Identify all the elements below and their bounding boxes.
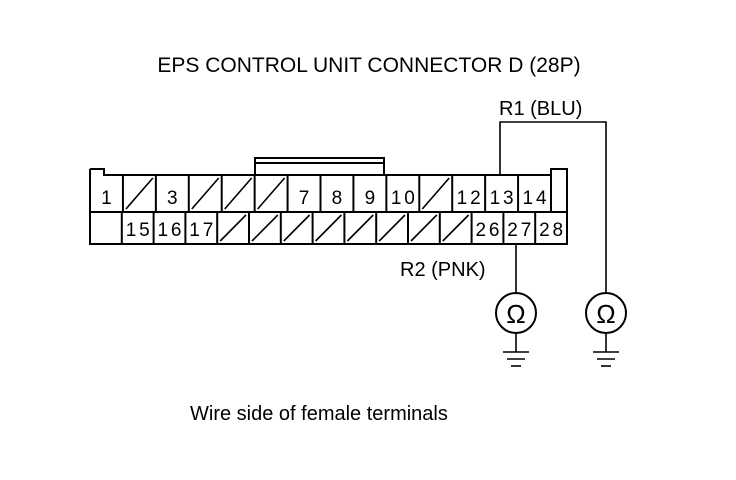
probe-r2-label: R2 (PNK) xyxy=(400,259,486,281)
ground-icon xyxy=(593,351,619,367)
probe-r1-label: R1 (BLU) xyxy=(499,98,582,120)
terminal-cell xyxy=(220,175,253,212)
terminal-number: 13 xyxy=(490,188,514,209)
terminal-cell: 13 xyxy=(484,175,514,212)
terminal-cell xyxy=(311,212,342,244)
ohmmeter-r1: Ω xyxy=(585,292,627,367)
terminal-cell: 10 xyxy=(385,175,415,212)
terminal-number: 15 xyxy=(126,220,150,241)
terminal-number: 27 xyxy=(507,220,531,241)
terminal-cell: 12 xyxy=(451,175,481,212)
empty-cavity-mark xyxy=(410,214,438,242)
terminal-cell: 16 xyxy=(152,212,182,244)
empty-cavity-mark xyxy=(346,214,374,242)
terminal-number: 14 xyxy=(523,188,547,209)
terminal-cell xyxy=(407,212,438,244)
terminal-cell xyxy=(248,212,279,244)
terminal-cell: 8 xyxy=(319,175,343,212)
empty-cavity-mark xyxy=(315,214,342,242)
probe-r1-wire xyxy=(499,121,607,293)
terminal-number: 9 xyxy=(365,188,376,209)
empty-cavity-mark xyxy=(251,214,279,242)
caption: Wire side of female terminals xyxy=(190,403,448,425)
terminal-cell xyxy=(279,212,311,244)
empty-cavity-mark xyxy=(421,177,450,210)
diagram-title: EPS CONTROL UNIT CONNECTOR D (28P) xyxy=(157,54,580,77)
terminal-number: 28 xyxy=(539,220,563,241)
terminal-cell: 14 xyxy=(517,175,547,212)
terminal-cell xyxy=(375,212,406,244)
terminal-cell xyxy=(187,175,220,212)
terminal-cell xyxy=(121,175,154,212)
terminal-cell: 7 xyxy=(286,175,310,212)
terminal-cell: 27 xyxy=(502,212,531,244)
empty-cavity-mark xyxy=(219,214,247,242)
terminal-number: 3 xyxy=(167,188,178,209)
empty-cavity-mark xyxy=(224,177,253,210)
terminal-cell xyxy=(253,175,286,212)
ohm-icon: Ω xyxy=(506,299,525,329)
connector-latch xyxy=(254,157,385,175)
terminal-number: 8 xyxy=(332,188,343,209)
terminal-number: 1 xyxy=(101,188,112,209)
terminal-cell xyxy=(216,212,247,244)
terminal-cell: 28 xyxy=(534,212,563,244)
terminal-number: 12 xyxy=(457,188,481,209)
ohmmeter-r2: Ω xyxy=(495,292,537,367)
empty-cavity-mark xyxy=(125,177,154,210)
terminal-cell: 3 xyxy=(154,175,178,212)
terminal-number: 17 xyxy=(189,220,213,241)
connector-bottom-row: 15 16 17 26 27 28 xyxy=(120,212,563,244)
terminal-number: 16 xyxy=(158,220,182,241)
terminal-cell: 17 xyxy=(184,212,213,244)
terminal-number: 7 xyxy=(299,188,310,209)
terminal-cell: 9 xyxy=(352,175,376,212)
empty-cavity-mark xyxy=(378,214,406,242)
terminal-cell xyxy=(438,212,470,244)
terminal-cell xyxy=(343,212,374,244)
empty-cavity-mark xyxy=(442,214,470,242)
terminal-number: 26 xyxy=(476,220,500,241)
terminal-cell: 26 xyxy=(470,212,500,244)
terminal-cell xyxy=(418,175,450,212)
terminal-number: 10 xyxy=(391,188,415,209)
terminal-cell: 15 xyxy=(120,212,150,244)
ohm-icon: Ω xyxy=(596,299,615,329)
empty-cavity-mark xyxy=(191,177,220,210)
terminal-cell: 1 xyxy=(101,188,112,209)
empty-cavity-mark xyxy=(257,177,286,210)
empty-cavity-mark xyxy=(283,214,311,242)
ground-icon xyxy=(503,351,529,367)
